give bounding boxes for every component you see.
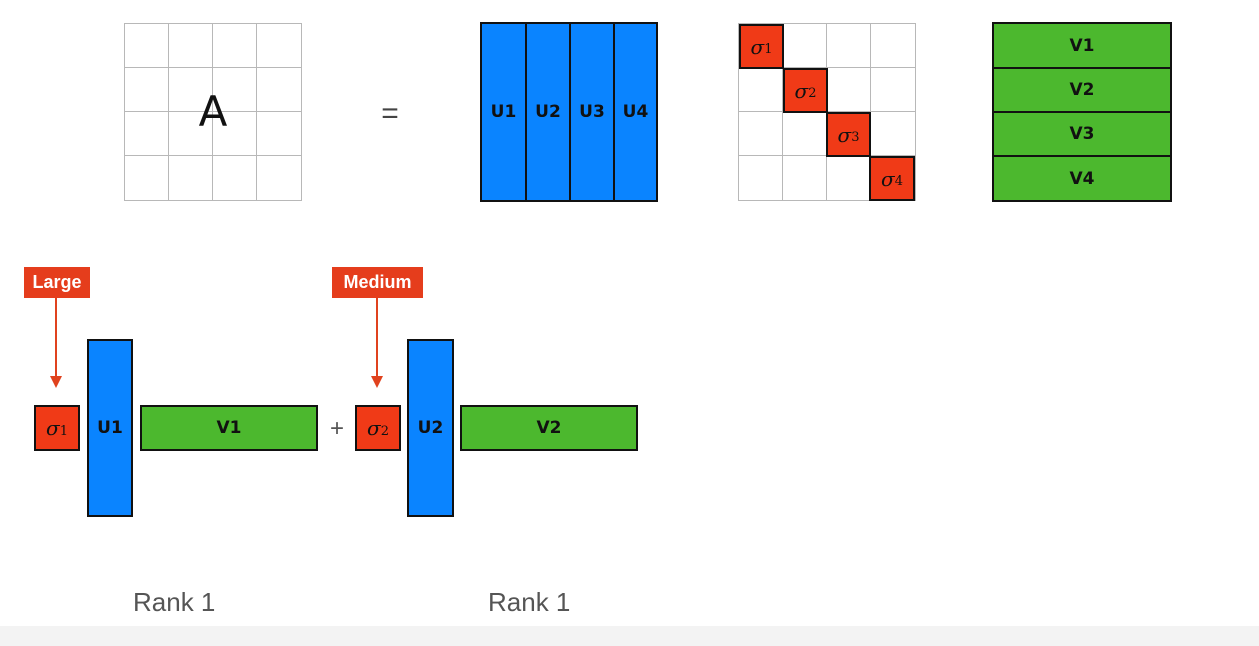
- sigma-subscript: 3: [851, 130, 860, 145]
- matrix-a-cell: [168, 111, 213, 156]
- sigma-subscript: 2: [380, 423, 389, 439]
- sigma-subscript: 4: [894, 174, 903, 189]
- matrix-a-cell: [124, 155, 169, 201]
- term2-u-column: U2: [407, 339, 454, 517]
- sigma-cell: [738, 111, 783, 156]
- sigma-cell: [738, 155, 783, 201]
- medium-arrow: [371, 298, 383, 388]
- matrix-v: V1 V2 V3 V4: [992, 22, 1172, 202]
- sigma-cell: [870, 111, 916, 156]
- term1-u-column: U1: [87, 339, 133, 517]
- u-column-2: U2: [525, 22, 571, 202]
- matrix-a-cell: [256, 67, 302, 112]
- sigma-symbol: σ: [837, 122, 852, 147]
- matrix-a-cell: [212, 155, 257, 201]
- sigma-symbol: σ: [750, 34, 765, 59]
- equals-sign: =: [381, 97, 399, 130]
- sigma-cell: [782, 23, 827, 68]
- sigma-cell: [782, 155, 827, 201]
- bottom-band: [0, 626, 1259, 646]
- sigma-subscript: 2: [808, 86, 817, 101]
- matrix-a-label: A: [198, 87, 228, 136]
- sigma-subscript: 1: [59, 423, 68, 439]
- sigma-symbol: σ: [794, 78, 809, 103]
- sigma-cell: [870, 23, 916, 68]
- u-column-1: U1: [480, 22, 527, 202]
- large-tag: Large: [24, 267, 90, 298]
- matrix-a: A: [124, 23, 302, 201]
- term2-rank-label: Rank 1: [488, 587, 571, 617]
- medium-tag: Medium: [332, 267, 423, 298]
- plus-sign: +: [329, 415, 344, 442]
- sigma-cell: [870, 67, 916, 112]
- u-column-3: U3: [569, 22, 615, 202]
- matrix-a-cell: [168, 67, 213, 112]
- sigma-symbol: σ: [46, 416, 60, 440]
- matrix-a-cell: [168, 155, 213, 201]
- matrix-a-cell: [256, 23, 302, 68]
- sigma-symbol: σ: [367, 416, 381, 440]
- sigma-cell: [826, 155, 871, 201]
- sigma-subscript: 1: [764, 42, 773, 57]
- large-arrow: [50, 298, 62, 388]
- term2-v-row: V2: [460, 405, 638, 451]
- u-column-4: U4: [613, 22, 658, 202]
- sigma-cell: [782, 111, 827, 156]
- matrix-a-cell: [168, 23, 213, 68]
- sigma-symbol: σ: [881, 166, 895, 191]
- v-row-3: V3: [992, 111, 1172, 157]
- term1-rank-label: Rank 1: [133, 587, 216, 617]
- term1-v-row: V1: [140, 405, 318, 451]
- v-row-4: V4: [992, 155, 1172, 202]
- sigma-cell: [826, 67, 871, 112]
- sigma-cell: [738, 67, 783, 112]
- matrix-u: U1 U2 U3 U4: [480, 22, 658, 202]
- matrix-a-cell: [124, 67, 169, 112]
- v-row-2: V2: [992, 67, 1172, 113]
- v-row-1: V1: [992, 22, 1172, 69]
- sigma-cell: [826, 23, 871, 68]
- matrix-a-cell: [256, 111, 302, 156]
- matrix-a-cell: [212, 23, 257, 68]
- matrix-a-cell: [124, 23, 169, 68]
- matrix-a-cell: [256, 155, 302, 201]
- matrix-a-cell: [212, 111, 257, 156]
